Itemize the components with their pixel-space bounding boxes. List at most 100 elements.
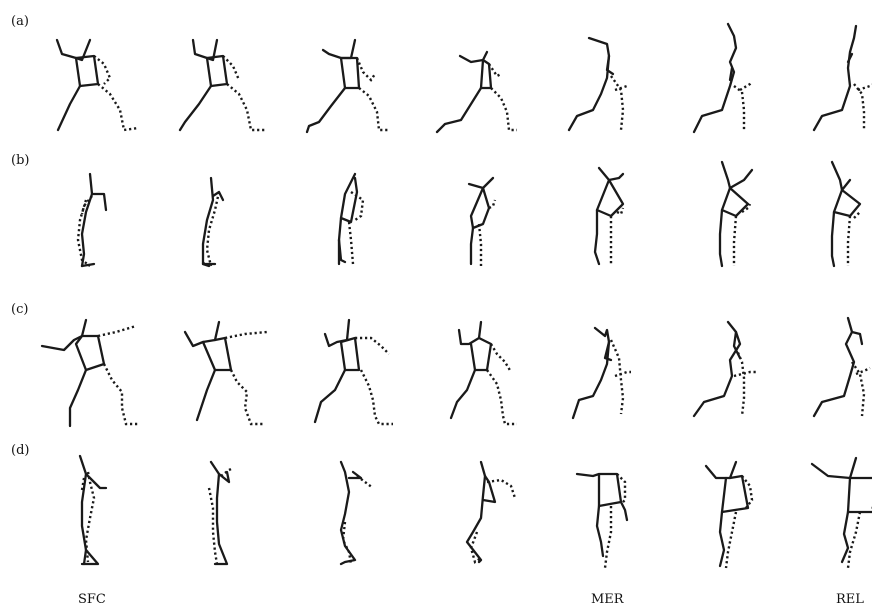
near-side-limb <box>848 478 872 512</box>
near-side-limb <box>573 328 609 418</box>
far-side-limb <box>104 364 140 424</box>
near-side-limb <box>842 512 848 562</box>
near-side-limb <box>76 336 104 370</box>
far-side-limb <box>361 370 393 424</box>
far-side-limb <box>611 76 623 130</box>
near-side-limb <box>339 240 345 262</box>
stick-figure-pose <box>180 40 265 130</box>
stick-figure-pose <box>78 174 106 266</box>
near-side-limb <box>42 320 86 350</box>
near-side-limb <box>694 322 740 416</box>
far-side-limb <box>98 84 138 130</box>
stick-figure-pose <box>467 462 515 562</box>
near-side-limb <box>814 26 856 130</box>
stick-figure-pose <box>569 38 629 130</box>
stick-figure-pose <box>42 320 140 426</box>
near-side-limb <box>597 506 603 556</box>
far-side-limb <box>854 212 860 218</box>
stick-figure-pose <box>812 458 872 568</box>
near-side-limb <box>341 338 359 370</box>
stick-figure-pose <box>307 40 389 132</box>
near-side-limb <box>86 474 106 488</box>
near-side-limb <box>349 472 361 478</box>
far-side-limb <box>491 88 517 130</box>
stick-figure-pose <box>814 26 872 130</box>
near-side-limb <box>706 462 736 478</box>
near-side-limb <box>609 174 623 180</box>
stick-figure-pose <box>573 328 631 418</box>
stick-figure-pose <box>720 162 752 266</box>
far-side-limb <box>349 222 353 264</box>
near-side-limb <box>325 320 349 346</box>
near-side-limb <box>323 40 355 58</box>
column-label-mer: MER <box>591 592 624 607</box>
near-side-limb <box>180 86 211 130</box>
near-side-limb <box>307 88 345 132</box>
stick-figure-pose <box>185 322 267 424</box>
far-side-limb <box>736 348 744 416</box>
far-side-limb <box>848 216 850 266</box>
near-side-limb <box>471 338 491 370</box>
row-label-a: (a) <box>11 14 29 29</box>
near-side-limb <box>814 318 854 416</box>
far-side-limb <box>611 340 623 414</box>
stick-figure-pose <box>203 178 223 266</box>
far-side-limb <box>209 488 217 564</box>
far-side-limb <box>86 472 94 562</box>
near-side-limb <box>197 370 215 420</box>
near-side-limb <box>437 88 481 132</box>
near-side-limb <box>832 162 850 190</box>
near-side-limb <box>451 370 475 418</box>
far-side-limb <box>487 370 517 424</box>
far-side-limb <box>726 512 736 568</box>
far-side-limb <box>98 326 136 336</box>
near-side-limb <box>720 210 722 266</box>
far-side-limb <box>615 372 631 376</box>
far-side-limb <box>848 512 860 568</box>
stick-figure-pose <box>339 174 363 264</box>
far-side-limb <box>479 224 481 266</box>
near-side-limb <box>315 370 345 422</box>
far-side-limb <box>489 200 495 208</box>
far-side-limb <box>852 362 864 416</box>
near-side-limb <box>722 162 752 188</box>
stick-figure-pose <box>209 462 233 564</box>
stick-figure-pose <box>706 462 752 568</box>
stick-figure-pose <box>315 320 393 424</box>
far-side-limb <box>734 216 736 266</box>
far-side-limb <box>858 84 872 90</box>
near-side-limb <box>76 56 98 86</box>
far-side-limb <box>359 88 389 130</box>
far-side-limb <box>343 522 351 564</box>
near-side-limb <box>621 502 627 520</box>
far-side-limb <box>225 332 267 338</box>
near-side-limb <box>834 190 860 216</box>
column-label-sfc: SFC <box>78 592 106 607</box>
near-side-limb <box>207 56 227 86</box>
near-side-limb <box>219 472 229 482</box>
near-side-limb <box>595 210 599 264</box>
near-side-limb <box>569 38 609 130</box>
stick-figure-pose <box>80 456 106 564</box>
near-side-limb <box>92 194 106 210</box>
row-label-c: (c) <box>11 302 28 317</box>
stick-figure-pose <box>694 24 752 132</box>
near-side-limb <box>722 476 748 512</box>
far-side-limb <box>605 506 611 568</box>
near-side-limb <box>80 456 86 564</box>
stick-figure-pose <box>577 474 627 568</box>
near-side-limb <box>467 462 485 562</box>
far-side-limb <box>734 86 744 130</box>
row-label-b: (b) <box>11 153 29 168</box>
column-label-rel: REL <box>836 592 864 607</box>
near-side-limb <box>469 178 493 188</box>
stick-figure-pose <box>694 322 756 416</box>
near-side-limb <box>82 174 92 266</box>
stick-figure-pose <box>57 40 138 130</box>
near-side-limb <box>852 332 862 344</box>
near-side-limb <box>58 86 80 130</box>
far-side-limb <box>740 82 752 90</box>
row-label-d: (d) <box>11 443 29 458</box>
